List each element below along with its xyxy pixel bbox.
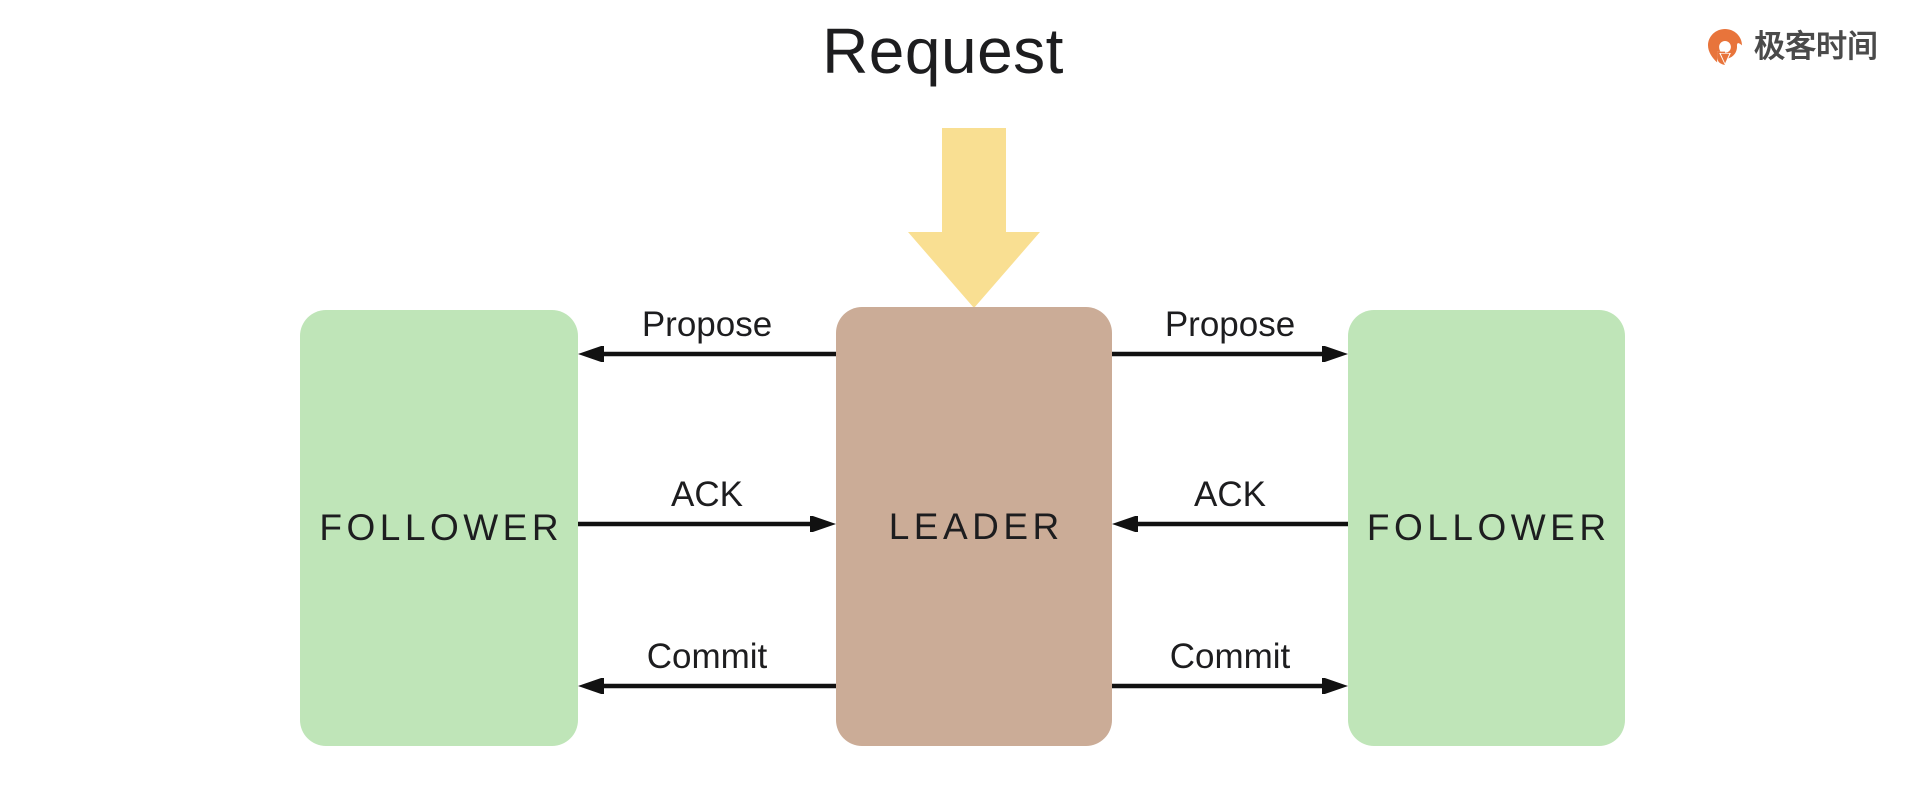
arrow-left-propose-icon <box>578 346 836 362</box>
node-leader[interactable]: LEADER <box>836 307 1112 746</box>
arrow-right-propose-icon <box>1112 346 1348 362</box>
message-left-propose-label: Propose <box>641 305 773 344</box>
message-right-ack-label: ACK <box>1194 475 1266 514</box>
arrow-right-commit-icon <box>1112 678 1348 694</box>
message-left-ack-label: ACK <box>671 475 743 514</box>
message-right-commit: Commit <box>1112 624 1348 694</box>
message-right-ack: ACK <box>1112 462 1348 532</box>
page-title-text: Request <box>822 15 1064 87</box>
node-follower-right-label: FOLLOWER <box>1366 507 1611 548</box>
brand-logo: 极客时间 <box>1705 27 1878 67</box>
message-left-ack: ACK <box>578 462 836 532</box>
arrow-left-commit-icon <box>578 678 836 694</box>
node-follower-right[interactable]: FOLLOWER <box>1348 310 1625 746</box>
node-follower-left-label: FOLLOWER <box>319 507 564 548</box>
message-left-commit-label: Commit <box>646 637 768 676</box>
message-right-commit-label: Commit <box>1169 637 1291 676</box>
arrow-right-ack-icon <box>1112 516 1348 532</box>
node-leader-label: LEADER <box>888 505 1064 547</box>
page-title: Request <box>0 14 1920 90</box>
geektime-logo-icon <box>1708 29 1742 66</box>
message-left-propose: Propose <box>578 292 836 362</box>
brand-name: 极客时间 <box>1754 28 1878 65</box>
message-right-propose-label: Propose <box>1164 305 1296 344</box>
request-arrow-icon <box>908 128 1040 308</box>
message-right-propose: Propose <box>1112 292 1348 362</box>
arrow-left-ack-icon <box>578 516 836 532</box>
message-left-commit: Commit <box>578 624 836 694</box>
node-follower-left[interactable]: FOLLOWER <box>300 310 578 746</box>
